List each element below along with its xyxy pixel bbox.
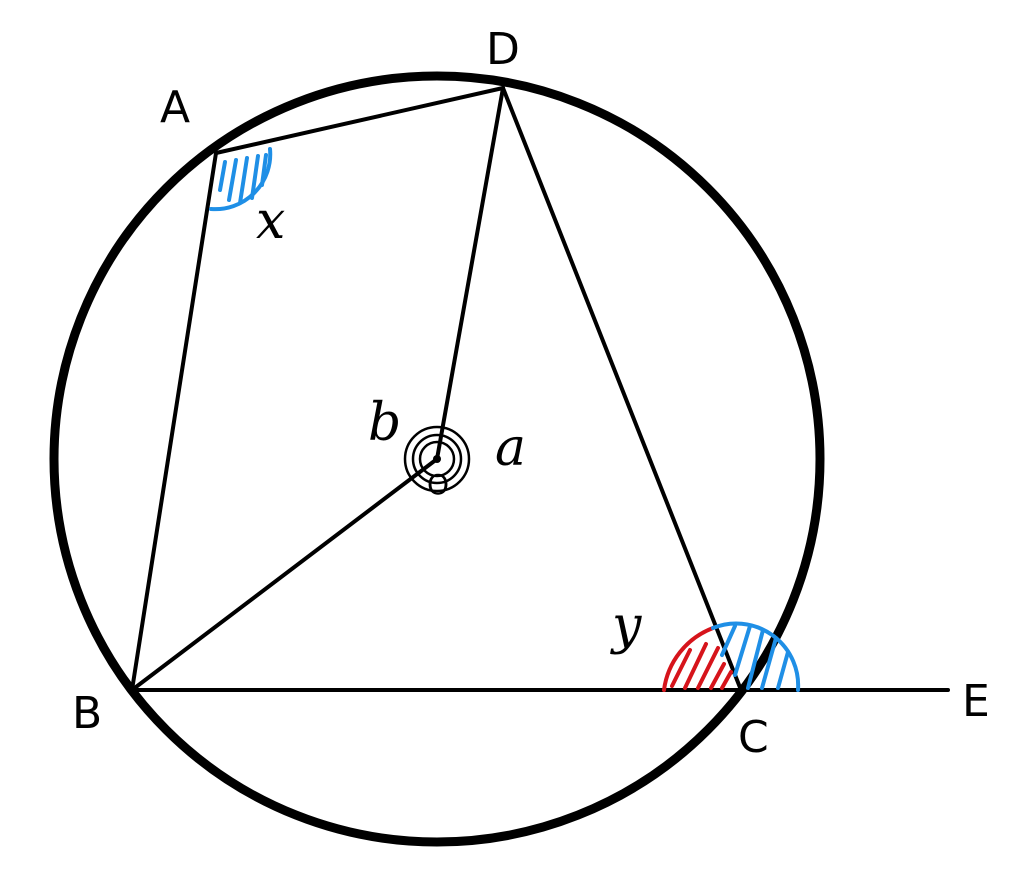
radius-OB xyxy=(130,457,439,692)
central-angle-marker xyxy=(403,425,471,493)
radius-OD xyxy=(435,86,505,461)
label-point-D: D xyxy=(486,24,520,75)
chord-DC xyxy=(501,86,743,692)
label-angle-b: b xyxy=(368,393,401,453)
label-point-A: A xyxy=(160,82,190,133)
label-point-B: B xyxy=(72,688,102,739)
angle-y-marker xyxy=(662,626,733,692)
label-center-O: O xyxy=(427,468,449,501)
label-point-C: C xyxy=(738,712,769,763)
chord-AD xyxy=(214,86,505,155)
angle-x-marker xyxy=(209,147,273,212)
chord-AB xyxy=(130,151,218,692)
label-angle-a: a xyxy=(495,418,526,478)
exterior-angle-marker xyxy=(711,621,801,692)
label-angle-x: x xyxy=(256,191,285,251)
label-point-E: E xyxy=(962,676,990,727)
label-angle-y: y xyxy=(610,596,642,656)
circumcircle xyxy=(49,71,825,847)
